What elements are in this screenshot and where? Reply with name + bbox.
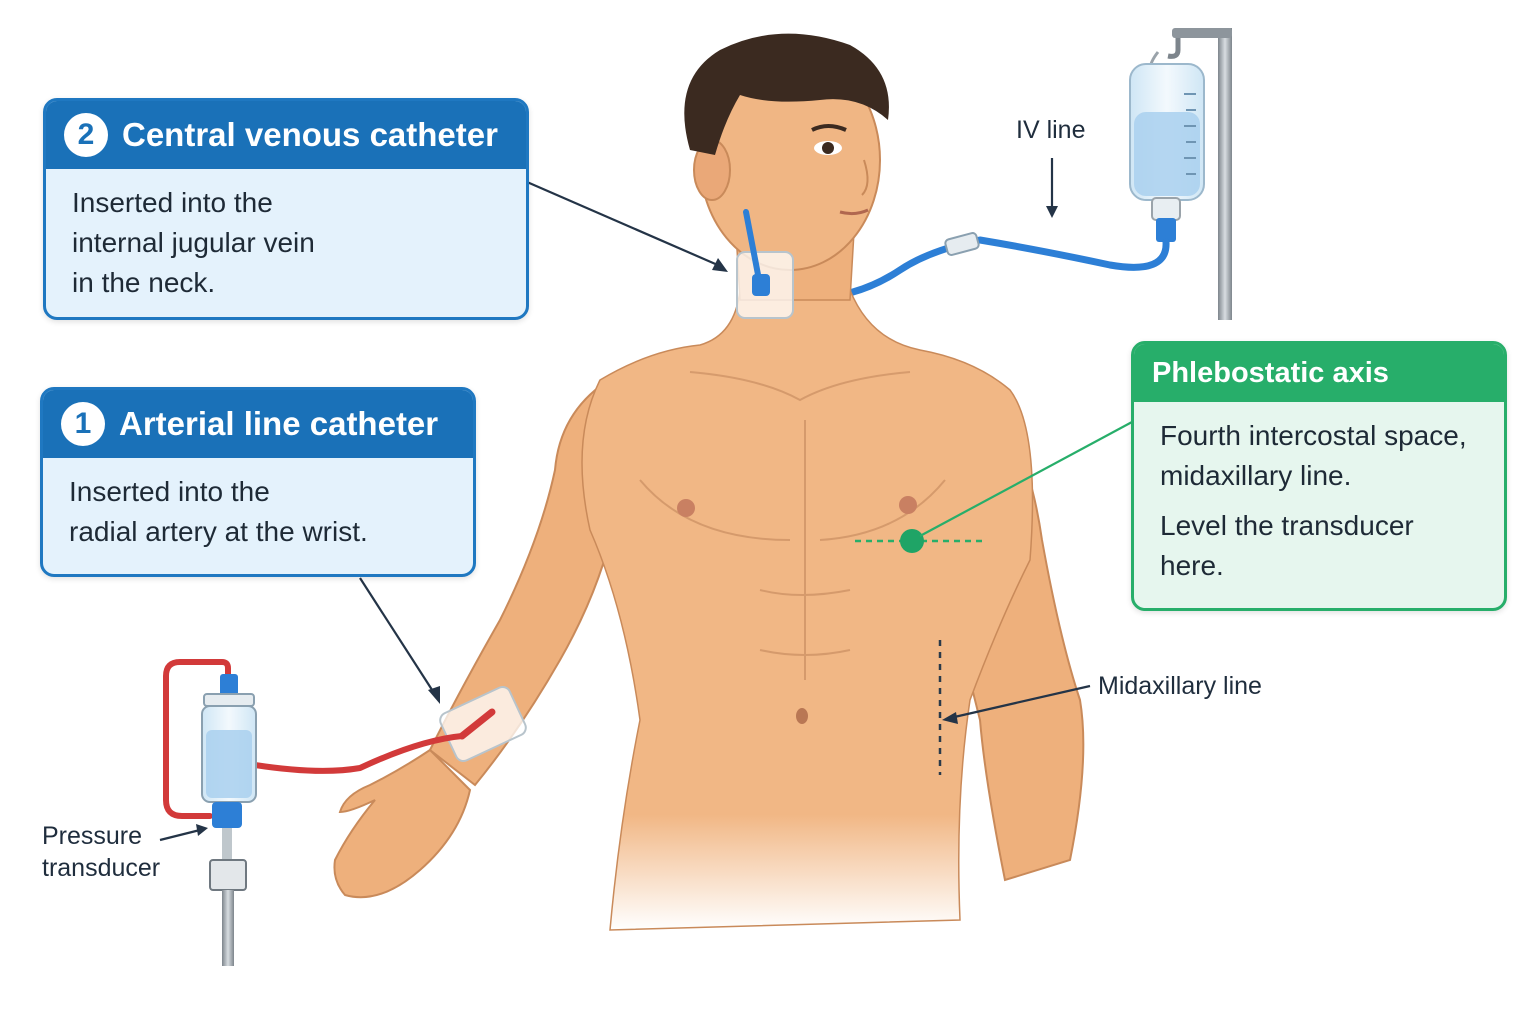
right-arm	[428, 376, 617, 787]
cvc-line-1: Inserted into the	[72, 187, 273, 218]
arterial-line-1: Inserted into the	[69, 476, 270, 507]
phlebostatic-line-1: Fourth intercostal space,	[1160, 420, 1467, 451]
phlebostatic-line-3: Level the transducer	[1160, 510, 1414, 541]
iv-line-label: IV line	[1016, 116, 1086, 144]
navel	[796, 708, 808, 724]
arterial-tubing	[252, 733, 465, 774]
arterial-number-badge: 1	[61, 402, 105, 446]
torso	[581, 289, 1034, 931]
hand	[333, 748, 472, 899]
cvc-title: Central venous catheter	[122, 116, 498, 153]
pressure-label-line-1: Pressure	[42, 822, 143, 850]
arterial-description: Inserted into the radial artery at the w…	[43, 458, 473, 566]
arterial-callout: 1 Arterial line catheter Inserted into t…	[40, 387, 476, 577]
cvc-callout: 2 Central venous catheter Inserted into …	[43, 98, 529, 320]
torso-contours	[639, 371, 946, 680]
phlebostatic-callout: Phlebostatic axis Fourth intercostal spa…	[1131, 341, 1507, 611]
pressure-transducer-label: Pressure transducer	[42, 820, 160, 884]
phlebostatic-line-4: here.	[1160, 550, 1224, 581]
arterial-line-2: radial artery at the wrist.	[69, 516, 368, 547]
cvc-line-3: in the neck.	[72, 267, 216, 298]
pressure-label-line-2: transducer	[42, 854, 161, 882]
iv-bag	[1129, 51, 1205, 242]
phlebostatic-callout-header: Phlebostatic axis	[1134, 344, 1504, 402]
cvc-number-badge: 2	[64, 113, 108, 157]
transducer-loop	[163, 659, 231, 819]
cvc-description: Inserted into the internal jugular vein …	[46, 169, 526, 317]
phlebostatic-description: Fourth intercostal space, midaxillary li…	[1134, 402, 1504, 600]
arterial-callout-header: 1 Arterial line catheter	[43, 390, 473, 458]
cvc-dressing	[736, 209, 794, 319]
nipple-right	[677, 499, 695, 517]
iv-pole	[1167, 28, 1232, 320]
phlebostatic-point	[900, 529, 924, 553]
hair	[684, 33, 889, 155]
pressure-transducer	[201, 674, 257, 966]
arterial-title: Arterial line catheter	[119, 405, 439, 442]
nipple-left	[899, 496, 917, 514]
leader-lines	[159, 158, 1133, 842]
phlebostatic-title: Phlebostatic axis	[1152, 356, 1389, 389]
iv-tubing	[766, 236, 1170, 302]
phlebostatic-line-2: midaxillary line.	[1160, 460, 1352, 491]
head	[684, 33, 889, 271]
cvc-callout-header: 2 Central venous catheter	[46, 101, 526, 169]
midaxillary-line-label: Midaxillary line	[1098, 672, 1262, 700]
cvc-line-2: internal jugular vein	[72, 227, 315, 258]
